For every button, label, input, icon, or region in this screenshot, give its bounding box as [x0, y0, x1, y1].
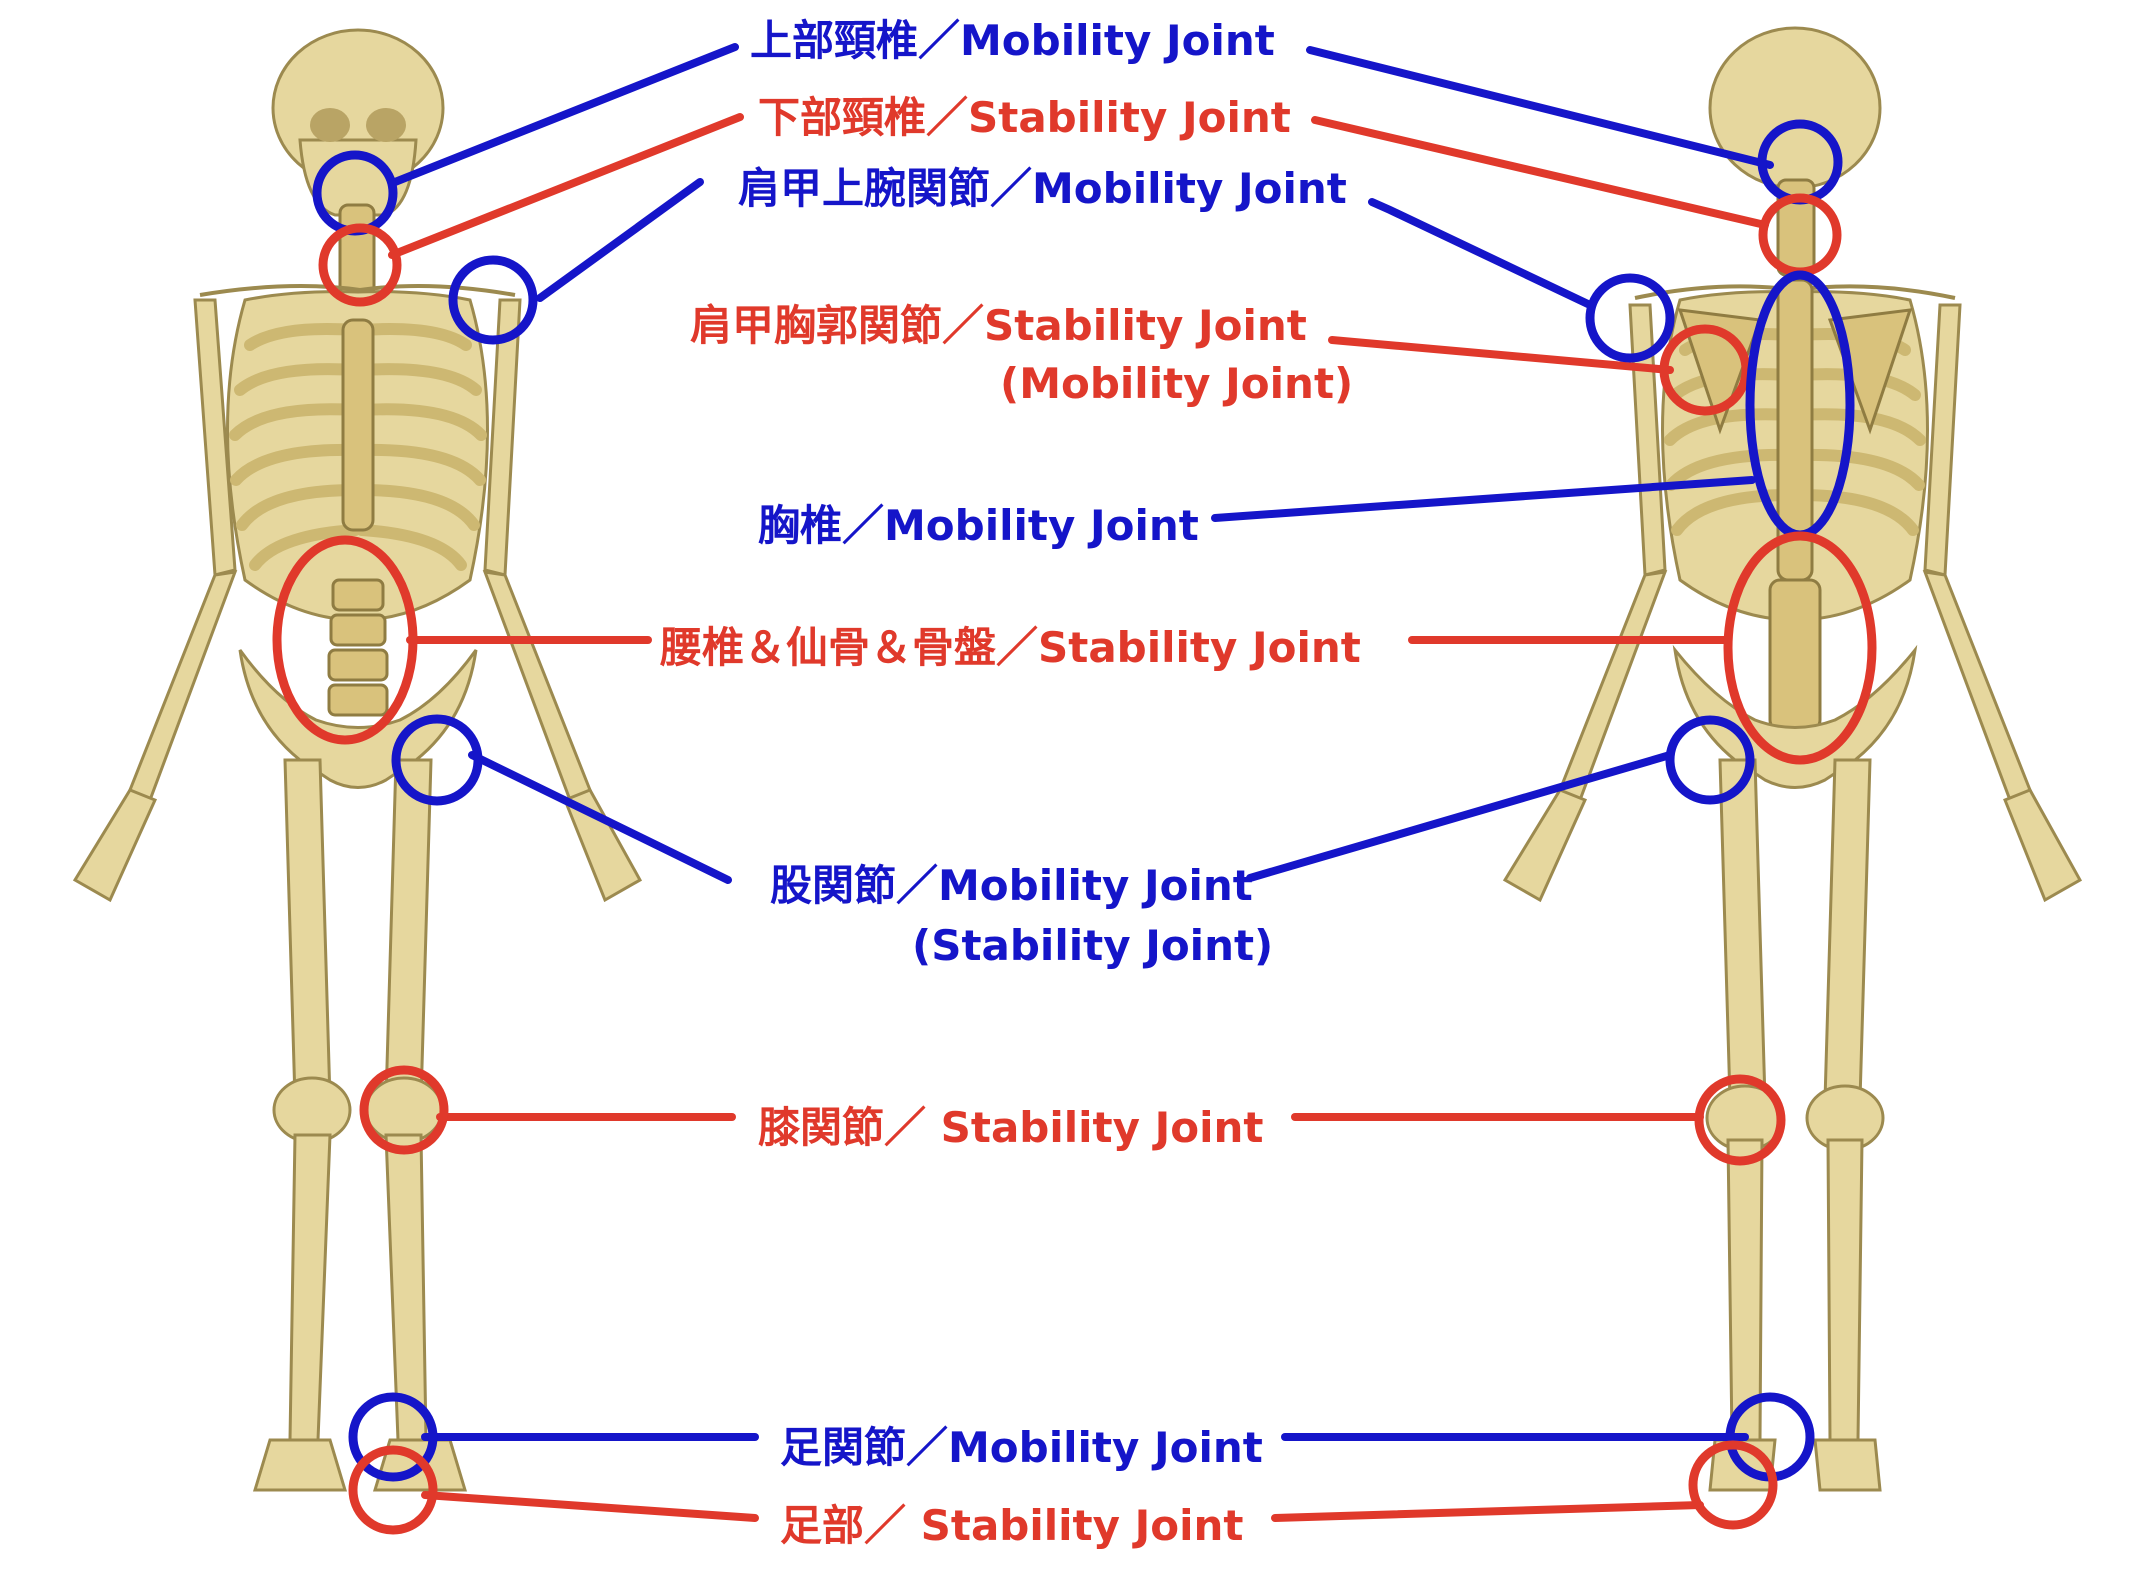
- marker-glenohumeral-front: [448, 255, 538, 345]
- front-humerus-left: [193, 298, 237, 577]
- front-hand-left: [72, 788, 158, 903]
- leader-lines: [388, 43, 1774, 1522]
- leader-hip-front: [468, 751, 732, 884]
- joint-markers: [272, 119, 1877, 1535]
- leader-foot-back: [1271, 1501, 1704, 1522]
- back-hand-left: [1502, 788, 1588, 903]
- front-femur-left: [283, 758, 332, 1102]
- back-humerus-right: [1923, 303, 1962, 577]
- front-clavicle-right: [359, 284, 516, 297]
- label-knee: 膝関節／ Stability Joint: [758, 1103, 1263, 1152]
- marker-lumbar-pelvis-front: [272, 535, 418, 745]
- front-sternum: [341, 318, 375, 532]
- front-cervical-spine: [338, 203, 376, 297]
- front-ribs: [229, 323, 487, 571]
- marker-scapulothoracic-back: [1659, 324, 1751, 416]
- label-scapulothoracic: 肩甲胸郭関節／Stability Joint: [690, 301, 1307, 350]
- leader-hip-back: [1246, 751, 1674, 882]
- front-hand-right: [563, 788, 643, 903]
- marker-lower-cervical-front: [318, 223, 402, 307]
- label-ankle: 足関節／Mobility Joint: [780, 1423, 1263, 1472]
- marker-ankle-front: [348, 1392, 438, 1482]
- front-foot-left: [252, 1438, 348, 1492]
- leader-upper-cervical-front: [391, 43, 739, 186]
- leader-upper-cervical-back: [1306, 46, 1774, 169]
- label-upper-cervical: 上部頸椎／Mobility Joint: [750, 16, 1275, 65]
- marker-knee-front: [359, 1065, 449, 1155]
- leader-glenohumeral-front: [536, 178, 704, 302]
- marker-hip-back: [1665, 715, 1755, 805]
- label-thoracic: 胸椎／Mobility Joint: [758, 501, 1199, 550]
- marker-hip-front: [391, 714, 483, 806]
- leader-glenohumeral-back: [1368, 198, 1594, 309]
- leader-lower-cervical-front: [388, 113, 744, 259]
- front-femur-right: [384, 758, 433, 1102]
- leader-scapulothoracic-back: [1328, 336, 1674, 374]
- marker-foot-back: [1688, 1440, 1778, 1530]
- front-eye-socket-right: [366, 108, 406, 142]
- marker-glenohumeral-back: [1585, 273, 1675, 363]
- label-hip-alt: (Stability Joint): [912, 921, 1273, 970]
- front-lumbar-spine: [327, 578, 389, 717]
- label-scapulothoracic-alt: (Mobility Joint): [1000, 359, 1353, 408]
- marker-foot-front: [348, 1445, 438, 1535]
- label-hip: 股関節／Mobility Joint: [770, 861, 1253, 910]
- back-forearm-right: [1922, 570, 2032, 803]
- label-glenohumeral: 肩甲上腕関節／Mobility Joint: [738, 164, 1347, 213]
- back-foot-right: [1813, 1438, 1882, 1492]
- joint-labels: 上部頸椎／Mobility Joint 下部頸椎／Stability Joint…: [659, 16, 1361, 1550]
- back-spine: [1768, 278, 1822, 732]
- leader-foot-front: [421, 1491, 759, 1522]
- front-view-skeleton: [72, 28, 643, 1492]
- back-femur-right: [1823, 758, 1872, 1102]
- front-clavicle-left: [199, 284, 361, 297]
- marker-knee-back: [1694, 1074, 1786, 1166]
- front-knee-right: [364, 1076, 444, 1144]
- label-foot: 足部／ Stability Joint: [780, 1501, 1243, 1550]
- front-forearm-left: [128, 570, 238, 803]
- back-skull: [1708, 26, 1882, 190]
- marker-lumbar-pelvis-back: [1723, 531, 1877, 765]
- leader-lower-cervical-back: [1311, 116, 1769, 229]
- back-hand-right: [2003, 788, 2083, 903]
- front-tibia-left: [288, 1133, 332, 1442]
- back-tibia-right: [1826, 1138, 1864, 1442]
- back-scapula-left: [1677, 308, 1763, 435]
- label-lower-cervical: 下部頸椎／Stability Joint: [758, 93, 1291, 142]
- back-forearm-left: [1558, 570, 1668, 803]
- back-femur-left: [1718, 758, 1767, 1102]
- leader-thoracic-back: [1211, 476, 1756, 522]
- label-lumbar-pelvis: 腰椎＆仙骨＆骨盤／Stability Joint: [659, 623, 1361, 672]
- front-knee-left: [272, 1076, 352, 1144]
- front-eye-socket-left: [310, 108, 350, 142]
